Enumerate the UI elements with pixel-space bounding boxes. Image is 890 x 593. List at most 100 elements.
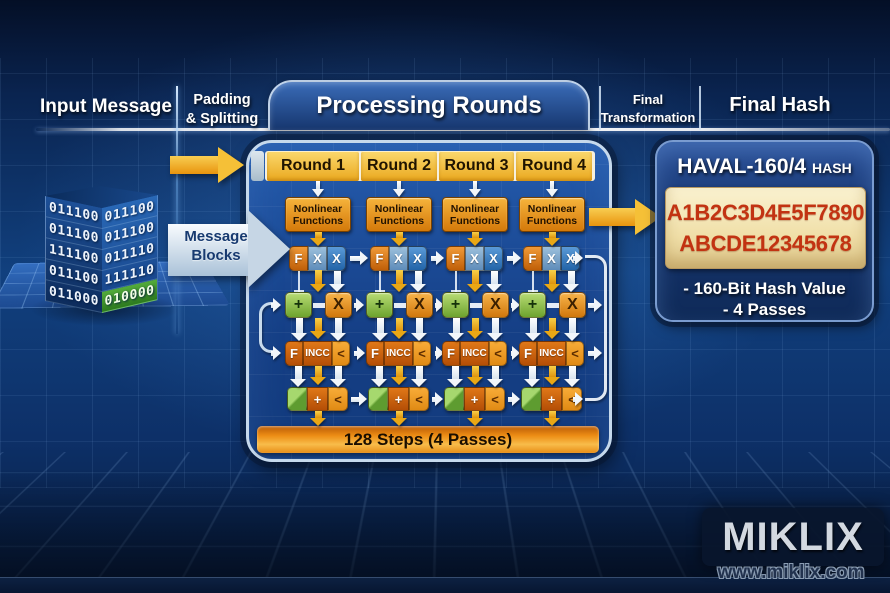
arrow-shaft (350, 256, 360, 261)
gold-down-arrow (390, 366, 408, 385)
thin-connector (375, 271, 385, 292)
arrow-shaft (375, 366, 383, 379)
gold-down-arrow (543, 411, 561, 426)
white-right-arrow (435, 346, 444, 361)
gold-down-arrow (309, 318, 327, 339)
white-down-arrow (290, 318, 308, 341)
feedback-loop-right (585, 255, 607, 401)
cell-incc: INCC (537, 341, 566, 366)
white-down-arrow (447, 318, 465, 341)
arrow-head (466, 284, 483, 292)
gold-down-arrow (543, 318, 561, 339)
white-down-arrow (328, 271, 346, 292)
arrow-shaft (271, 303, 273, 308)
white-right-arrow (507, 251, 521, 266)
vertical-divider-glow (176, 86, 178, 334)
arrow-shaft (314, 270, 322, 284)
round-header-4: Round 4 (516, 151, 592, 181)
arrow-shaft (508, 397, 512, 402)
arrow-shaft (548, 270, 556, 284)
arrow-shaft (395, 366, 403, 377)
white-down-arrow (312, 181, 324, 197)
arrow-shaft (432, 397, 435, 402)
message-blocks-arrow (168, 208, 298, 293)
arrow-shaft (471, 411, 479, 418)
white-down-arrow (289, 366, 307, 387)
combine-box: +< (368, 387, 429, 411)
white-down-arrow (393, 181, 405, 197)
arrow-shaft (314, 318, 322, 331)
message-blocks-line2: Blocks (191, 247, 241, 264)
arrow-head (562, 284, 579, 292)
arrow-head (390, 238, 407, 246)
nf-line2: Functions (526, 214, 578, 227)
padding-splitting-label: Padding & Splitting (170, 91, 274, 129)
gold-down-arrow (390, 318, 408, 339)
arrow-shaft (548, 318, 556, 331)
arrow-head (410, 333, 427, 341)
processing-rounds-text: Processing Rounds (316, 92, 542, 119)
arrow-shaft (395, 232, 403, 238)
arrow-shaft (397, 181, 401, 189)
arrow-shaft (431, 256, 436, 261)
arrow-shaft (271, 351, 273, 356)
white-right-arrow (435, 298, 444, 313)
thin-connector (528, 271, 538, 292)
arrow-head (218, 147, 244, 183)
arrow-head (512, 298, 520, 312)
cell-incc: INCC (384, 341, 413, 366)
connector-segment (394, 303, 406, 308)
nf-line2: Functions (292, 214, 344, 227)
arrow-shaft (528, 366, 536, 379)
arrow-head (466, 377, 483, 385)
hash-algorithm-title: HAVAL-160/4 HASH (657, 155, 872, 179)
cell-x1: X (389, 246, 408, 271)
white-right-arrow (508, 392, 520, 407)
arrow-head (329, 379, 346, 387)
arrow-head (466, 331, 483, 339)
white-down-arrow (486, 366, 504, 387)
arrow-head (543, 284, 560, 292)
cell-rotate: < (413, 341, 431, 366)
hash-value-line1: A1B2C3D4E5F7890 (666, 200, 865, 225)
gold-down-arrow (543, 270, 561, 292)
combine-box: +< (444, 387, 505, 411)
gold-down-arrow (466, 232, 484, 246)
arrow-head (563, 333, 580, 341)
nf-line2: Functions (449, 214, 501, 227)
multiply-box: X (482, 292, 509, 318)
arrow-head (356, 298, 364, 312)
white-down-arrow (409, 271, 427, 292)
cell-f: F (523, 246, 542, 271)
arrow-shaft (548, 411, 556, 418)
arrow-head (309, 377, 326, 385)
arrow-shaft (471, 270, 479, 284)
gold-down-arrow (390, 232, 408, 246)
vertical-divider (599, 86, 601, 130)
cell-x1: X (542, 246, 561, 271)
white-down-arrow (446, 366, 464, 387)
cell-add2: + (541, 387, 562, 411)
arrow-head (513, 251, 521, 265)
arrow-shaft (588, 351, 594, 356)
arrow-head (371, 333, 388, 341)
arrow-head (594, 346, 602, 360)
arrow-shaft (490, 271, 498, 284)
arrow-head (512, 392, 520, 406)
arrow-head (436, 346, 444, 360)
hash-title-main: HAVAL-160/4 (677, 155, 807, 178)
white-right-arrow (588, 346, 602, 361)
white-down-arrow (562, 271, 580, 292)
hash-title-suffix: HASH (812, 160, 852, 176)
arrow-head (390, 331, 407, 339)
arrow-head (390, 418, 407, 426)
arrow-head (312, 189, 324, 197)
nf-line1: Nonlinear (293, 202, 343, 215)
arrow-shaft (471, 318, 479, 331)
gold-down-arrow (309, 366, 327, 385)
